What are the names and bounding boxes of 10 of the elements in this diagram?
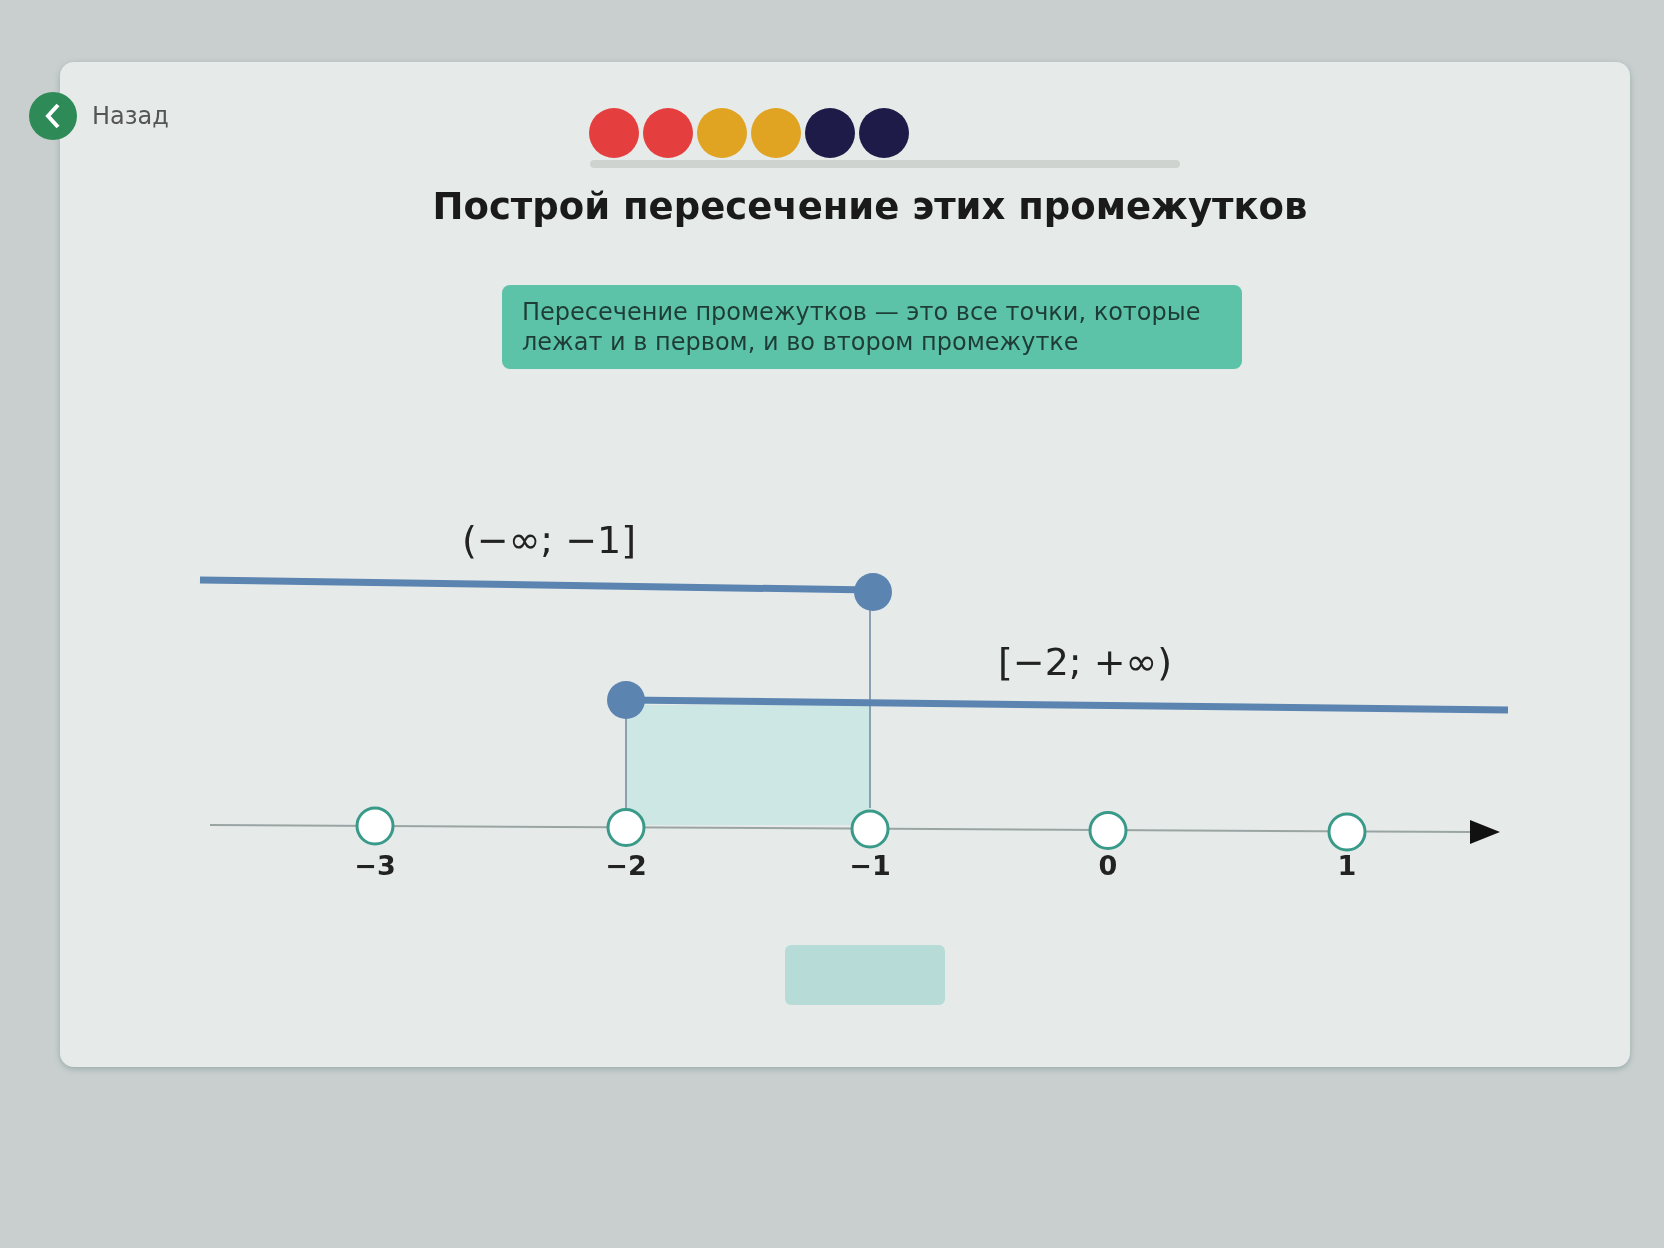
back-link: Назад (92, 102, 169, 130)
tick-label: −1 (848, 850, 892, 881)
tick-label: 0 (1097, 850, 1119, 881)
tick-label: −3 (353, 850, 397, 881)
hint-banner: Пересечение промежутков — это все точки, которые лежат и в первом, и во втором промежутке (502, 285, 1242, 369)
interval-label: (−∞; −1] (462, 518, 637, 562)
tick-label: −2 (604, 850, 648, 881)
tick-label: 1 (1336, 850, 1358, 881)
title: Построй пересечение этих промежутков (431, 185, 1309, 228)
interval-label: [−2; +∞) (998, 640, 1173, 684)
